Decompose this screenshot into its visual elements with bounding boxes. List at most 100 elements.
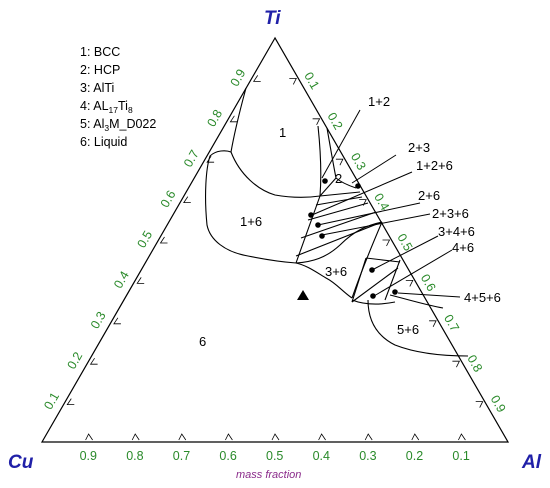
left-tick-label: 0.9: [228, 67, 249, 89]
callout-2-3: 2+3: [408, 140, 430, 155]
bottom-tick-label: 0.1: [452, 449, 469, 463]
bottom-tick-label: 0.3: [359, 449, 376, 463]
bottom-tick-label: 0.5: [266, 449, 283, 463]
boundary-al17-diag: [365, 257, 401, 263]
leader-2-6: [317, 202, 421, 226]
boundary-al3-top: [389, 294, 444, 309]
region-label-5-6: 5+6: [397, 322, 419, 337]
left-tick-label: 0.1: [41, 390, 62, 412]
bottom-tick-label: 0.6: [219, 449, 236, 463]
dot-4-5-6: [392, 289, 398, 295]
bottom-tick-mark: [458, 433, 466, 441]
legend-item-1: 1: BCC: [80, 45, 120, 59]
legend: 1: BCC 2: HCP 3: AlTi 4: AL17Ti8 5: Al3M…: [80, 45, 156, 149]
right-tick-mark: [452, 360, 461, 368]
dot-2-3: [355, 183, 361, 189]
dot-3-4-6: [369, 267, 375, 273]
leader-4-6: [373, 249, 453, 297]
boundary-al17-diag2: [351, 267, 399, 303]
vertex-label-al: Al: [521, 452, 542, 473]
left-tick-label: 0.7: [181, 148, 202, 170]
region-label-1-6: 1+6: [240, 214, 262, 229]
left-tick-label: 0.4: [111, 269, 132, 291]
legend-item-3: 3: AlTi: [80, 81, 114, 95]
bottom-tick-mark: [85, 433, 93, 441]
boundary-tie-3: [307, 202, 369, 221]
left-tick-mark: [252, 75, 261, 82]
left-tick-mark: [113, 317, 121, 325]
axis-name: mass fraction: [236, 469, 301, 481]
legend-item-2: 2: HCP: [80, 63, 120, 77]
boundary-al3-liquid: [367, 299, 469, 357]
right-tick-mark: [429, 320, 437, 327]
callout-2-3-6: 2+3+6: [432, 206, 469, 221]
callout-dots: [308, 178, 398, 299]
left-tick-label: 0.8: [204, 107, 225, 129]
leader-1-2: [321, 109, 361, 179]
region-label-3-6: 3+6: [325, 264, 347, 279]
legend-item-4: 4: AL17Ti8: [80, 99, 133, 115]
boundary-al17-left: [351, 257, 367, 303]
callout-1-2: 1+2: [368, 94, 390, 109]
callout-4-5-6: 4+5+6: [464, 290, 501, 305]
right-tick-mark: [335, 158, 344, 166]
dot-2-3-6: [319, 233, 325, 239]
bottom-tick-mark: [318, 433, 326, 441]
boundary-tie-2: [315, 196, 363, 206]
bottom-tick-label: 0.4: [313, 449, 330, 463]
leader-3-4-6: [371, 235, 439, 271]
right-tick-mark: [289, 78, 297, 85]
boundary-tie-5: [295, 221, 383, 257]
region-label-2: 2: [335, 171, 342, 186]
boundary-hcp-right: [326, 127, 337, 179]
leader-2-3: [351, 154, 397, 184]
dot-4-6: [370, 293, 376, 299]
boundary-hcp-alti-2: [335, 177, 357, 189]
boundary-alti-liquid-2: [351, 221, 383, 299]
left-tick-mark: [159, 236, 168, 244]
vertex-label-cu: Cu: [8, 452, 34, 473]
left-tick-label: 0.2: [65, 350, 86, 372]
region-label-1: 1: [279, 125, 286, 140]
bottom-tick-mark: [411, 433, 420, 441]
bottom-tick-mark: [271, 433, 280, 441]
triangle-outline: [40, 36, 510, 443]
vertex-label-ti: Ti: [264, 8, 281, 29]
callout-2-6: 2+6: [418, 188, 440, 203]
right-tick-mark: [382, 239, 391, 247]
left-tick-label: 0.3: [88, 309, 109, 331]
boundary-hcp-liquid: [295, 195, 321, 264]
bottom-tick-mark: [178, 433, 187, 441]
callout-1-2-6: 1+2+6: [416, 158, 453, 173]
right-edge-ticks: 0.10.20.30.40.50.60.70.80.9: [289, 70, 508, 415]
dot-1-2-6: [308, 212, 314, 218]
left-tick-label: 0.5: [134, 228, 155, 250]
bottom-tick-mark: [364, 433, 373, 441]
boundary-tie-4: [300, 211, 377, 239]
region-label-6: 6: [199, 334, 206, 349]
bottom-tick-label: 0.2: [406, 449, 423, 463]
dot-2-6: [315, 222, 321, 228]
callout-3-4-6: 3+4+6: [438, 224, 475, 239]
right-tick-mark: [312, 118, 321, 125]
boundary-bcc-hcp-top: [317, 125, 322, 197]
boundary-al17-bottom: [351, 299, 396, 305]
boundary-bcc-liquid: [205, 87, 353, 299]
leader-4-5-6: [397, 292, 461, 298]
boundary-al17-right: [384, 259, 401, 301]
legend-item-5: 5: Al3M_D022: [80, 117, 156, 133]
right-tick-mark: [405, 280, 414, 287]
callout-4-6: 4+6: [452, 240, 474, 255]
leader-1-2-6: [311, 171, 413, 216]
bottom-tick-mark: [225, 433, 233, 441]
right-tick-mark: [475, 401, 484, 408]
boundary-hcp-alti: [319, 177, 337, 197]
boundary-tie-1: [319, 191, 361, 197]
legend-item-6: 6: Liquid: [80, 135, 127, 149]
left-tick-label: 0.6: [158, 188, 179, 210]
phase-boundaries: [205, 87, 469, 357]
bottom-tick-label: 0.7: [173, 449, 190, 463]
